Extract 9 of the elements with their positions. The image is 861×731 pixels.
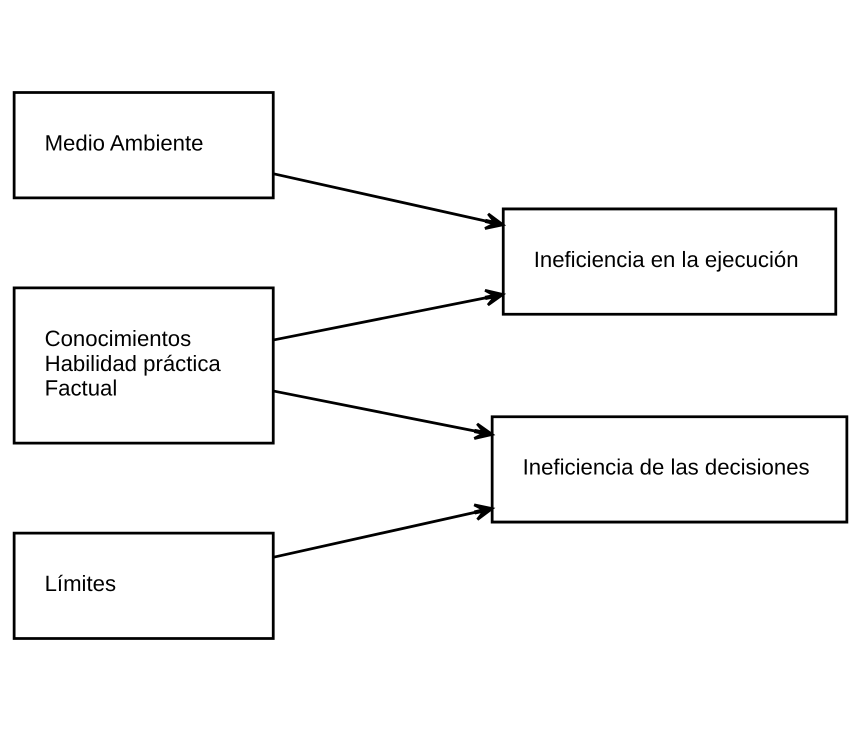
arrow <box>273 172 504 230</box>
node-box: Límites <box>12 532 275 640</box>
node-box: Medio Ambiente <box>12 91 275 200</box>
node-box: Conocimientos Habilidad práctica Factual <box>12 286 275 444</box>
arrow <box>273 390 494 440</box>
node-box: Ineficiencia de las decisiones <box>490 415 848 524</box>
node-box: Ineficiencia en la ejecución <box>502 208 838 316</box>
arrow <box>273 504 494 559</box>
arrow <box>273 288 504 342</box>
